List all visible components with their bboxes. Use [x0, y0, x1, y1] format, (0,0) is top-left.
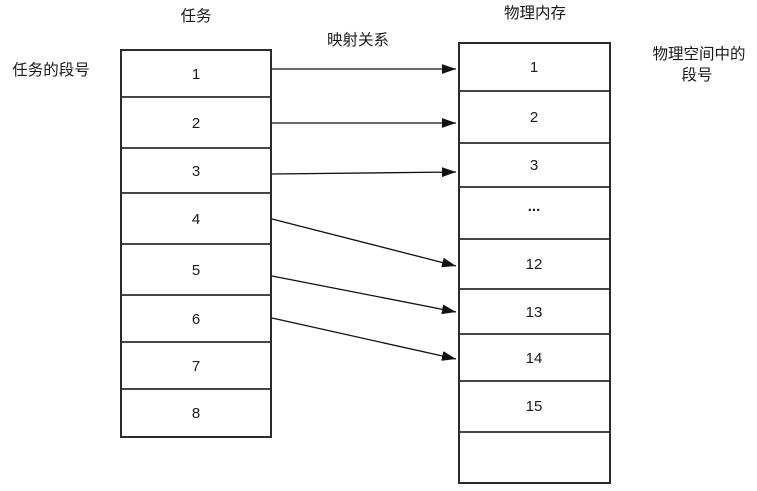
task-cell-label: 5: [192, 262, 200, 279]
memory-cell-label: 3: [530, 157, 538, 174]
task-cell-label: 3: [192, 163, 200, 180]
task-column-title: 任务: [180, 7, 211, 25]
memory-cell-label: 1: [530, 59, 538, 76]
memory-cell-label: 15: [526, 398, 543, 415]
mapping-relationship-label: 映射关系: [327, 31, 389, 49]
task-cell-label: 4: [192, 211, 200, 228]
mapping-arrow-6-to-14: [271, 317, 457, 361]
mapping-arrow-3-to-3: [271, 167, 457, 178]
memory-side-label-line1: 物理空间中的: [652, 45, 745, 63]
memory-cell-label: 2: [530, 109, 538, 126]
task-cell-label: 1: [192, 66, 200, 83]
memory-cell-label: 12: [526, 256, 543, 273]
task-cell-label: 7: [192, 358, 200, 375]
mapping-arrows: [271, 64, 457, 361]
memory-column-outline: [458, 42, 611, 484]
memory-column-title: 物理内存: [504, 4, 566, 22]
task-cell-label: 6: [192, 311, 200, 328]
task-column-box: [120, 49, 272, 438]
task-cell-label: 8: [192, 405, 200, 422]
memory-cell-label: 14: [526, 350, 543, 367]
mapping-arrow-5-to-13: [271, 275, 457, 315]
memory-cell-ellipsis: ...: [528, 198, 541, 215]
mapping-arrow-4-to-12: [271, 218, 457, 268]
memory-column-box: [458, 42, 611, 484]
task-side-label: 任务的段号: [12, 61, 90, 79]
task-cell-label: 2: [192, 115, 200, 132]
memory-cell-label: 13: [526, 304, 543, 321]
memory-side-label-line2: 段号: [681, 66, 712, 84]
